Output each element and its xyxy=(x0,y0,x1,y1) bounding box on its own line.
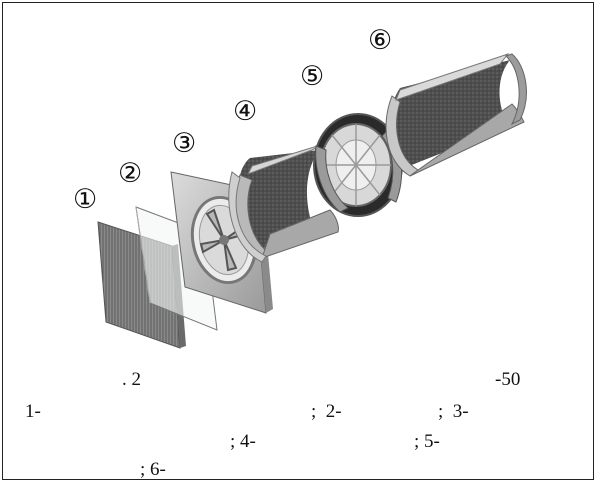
caption-item-6: ; 6- xyxy=(140,459,166,480)
component-6-rear-shell xyxy=(385,52,527,177)
caption-item-5: ; 5- xyxy=(414,431,440,452)
component-4-shell xyxy=(228,143,339,263)
component-6-marker: ⑥ xyxy=(368,25,393,56)
component-5-ring xyxy=(313,113,403,217)
component-1-marker: ① xyxy=(73,184,98,215)
exploded-view-diagram xyxy=(97,52,527,349)
caption-item-3: ; 3- xyxy=(438,401,469,422)
component-2-marker: ② xyxy=(118,158,143,189)
caption-item-2: ; 2- xyxy=(311,401,342,422)
caption-item-1: 1- xyxy=(25,401,41,422)
model-suffix: -50 xyxy=(495,369,521,390)
component-4-marker: ④ xyxy=(233,96,258,127)
figure-label: . 2 xyxy=(122,369,141,390)
caption-item-4: ; 4- xyxy=(230,431,256,452)
component-5-marker: ⑤ xyxy=(300,61,325,92)
component-3-marker: ③ xyxy=(172,128,197,159)
